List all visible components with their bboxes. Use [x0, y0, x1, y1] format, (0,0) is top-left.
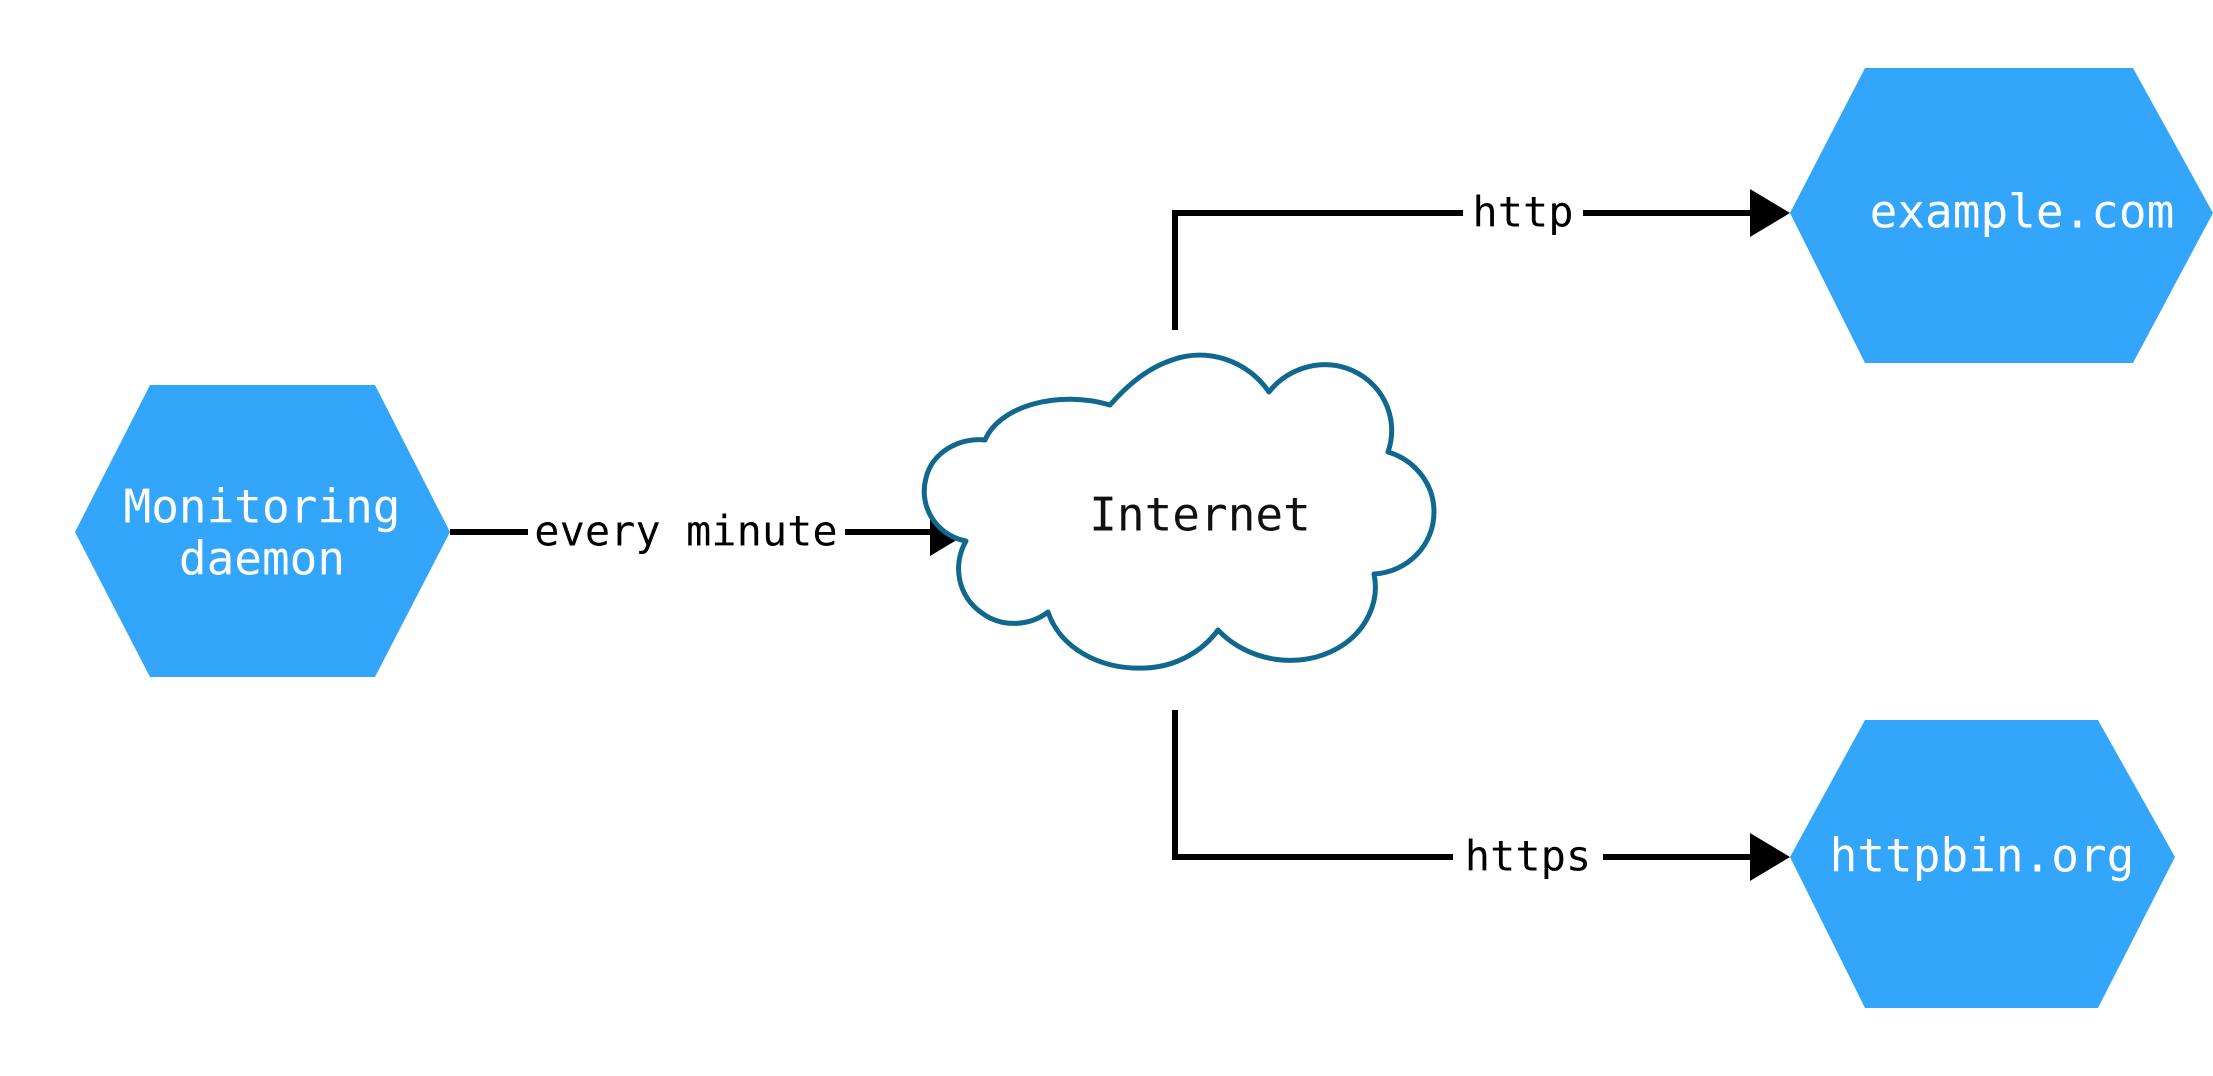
node-label-line2: daemon [179, 532, 345, 586]
edge-elbow-http [1172, 210, 1463, 330]
edge-daemon-to-internet[interactable]: every minute [450, 507, 970, 557]
edge-internet-to-example[interactable]: http [1172, 188, 1790, 331]
node-label-line1: Monitoring [124, 480, 401, 534]
node-example-com[interactable]: example.com [1790, 68, 2213, 363]
cloud-shape [921, 352, 1437, 671]
edge-elbow-https [1172, 710, 1453, 860]
node-internet[interactable]: Internet [921, 352, 1437, 671]
hexagon-shape [75, 385, 450, 677]
node-monitoring-daemon[interactable]: Monitoring daemon [75, 385, 450, 677]
hexagon-shape [1790, 720, 2175, 1008]
edge-label-every-minute: every minute [534, 507, 837, 556]
node-httpbin-org[interactable]: httpbin.org [1790, 720, 2175, 1008]
edge-internet-to-httpbin[interactable]: https [1172, 710, 1790, 881]
node-label-httpbin-org: httpbin.org [1830, 829, 2135, 883]
arrow-head-icon [1750, 833, 1790, 881]
edge-label-http: http [1472, 188, 1573, 237]
hexagon-shape [1790, 68, 2213, 363]
node-label-internet: Internet [1089, 488, 1311, 542]
edge-label-https: https [1465, 832, 1591, 881]
node-label-example-com: example.com [1870, 185, 2175, 239]
arrow-head-icon [1750, 189, 1790, 237]
